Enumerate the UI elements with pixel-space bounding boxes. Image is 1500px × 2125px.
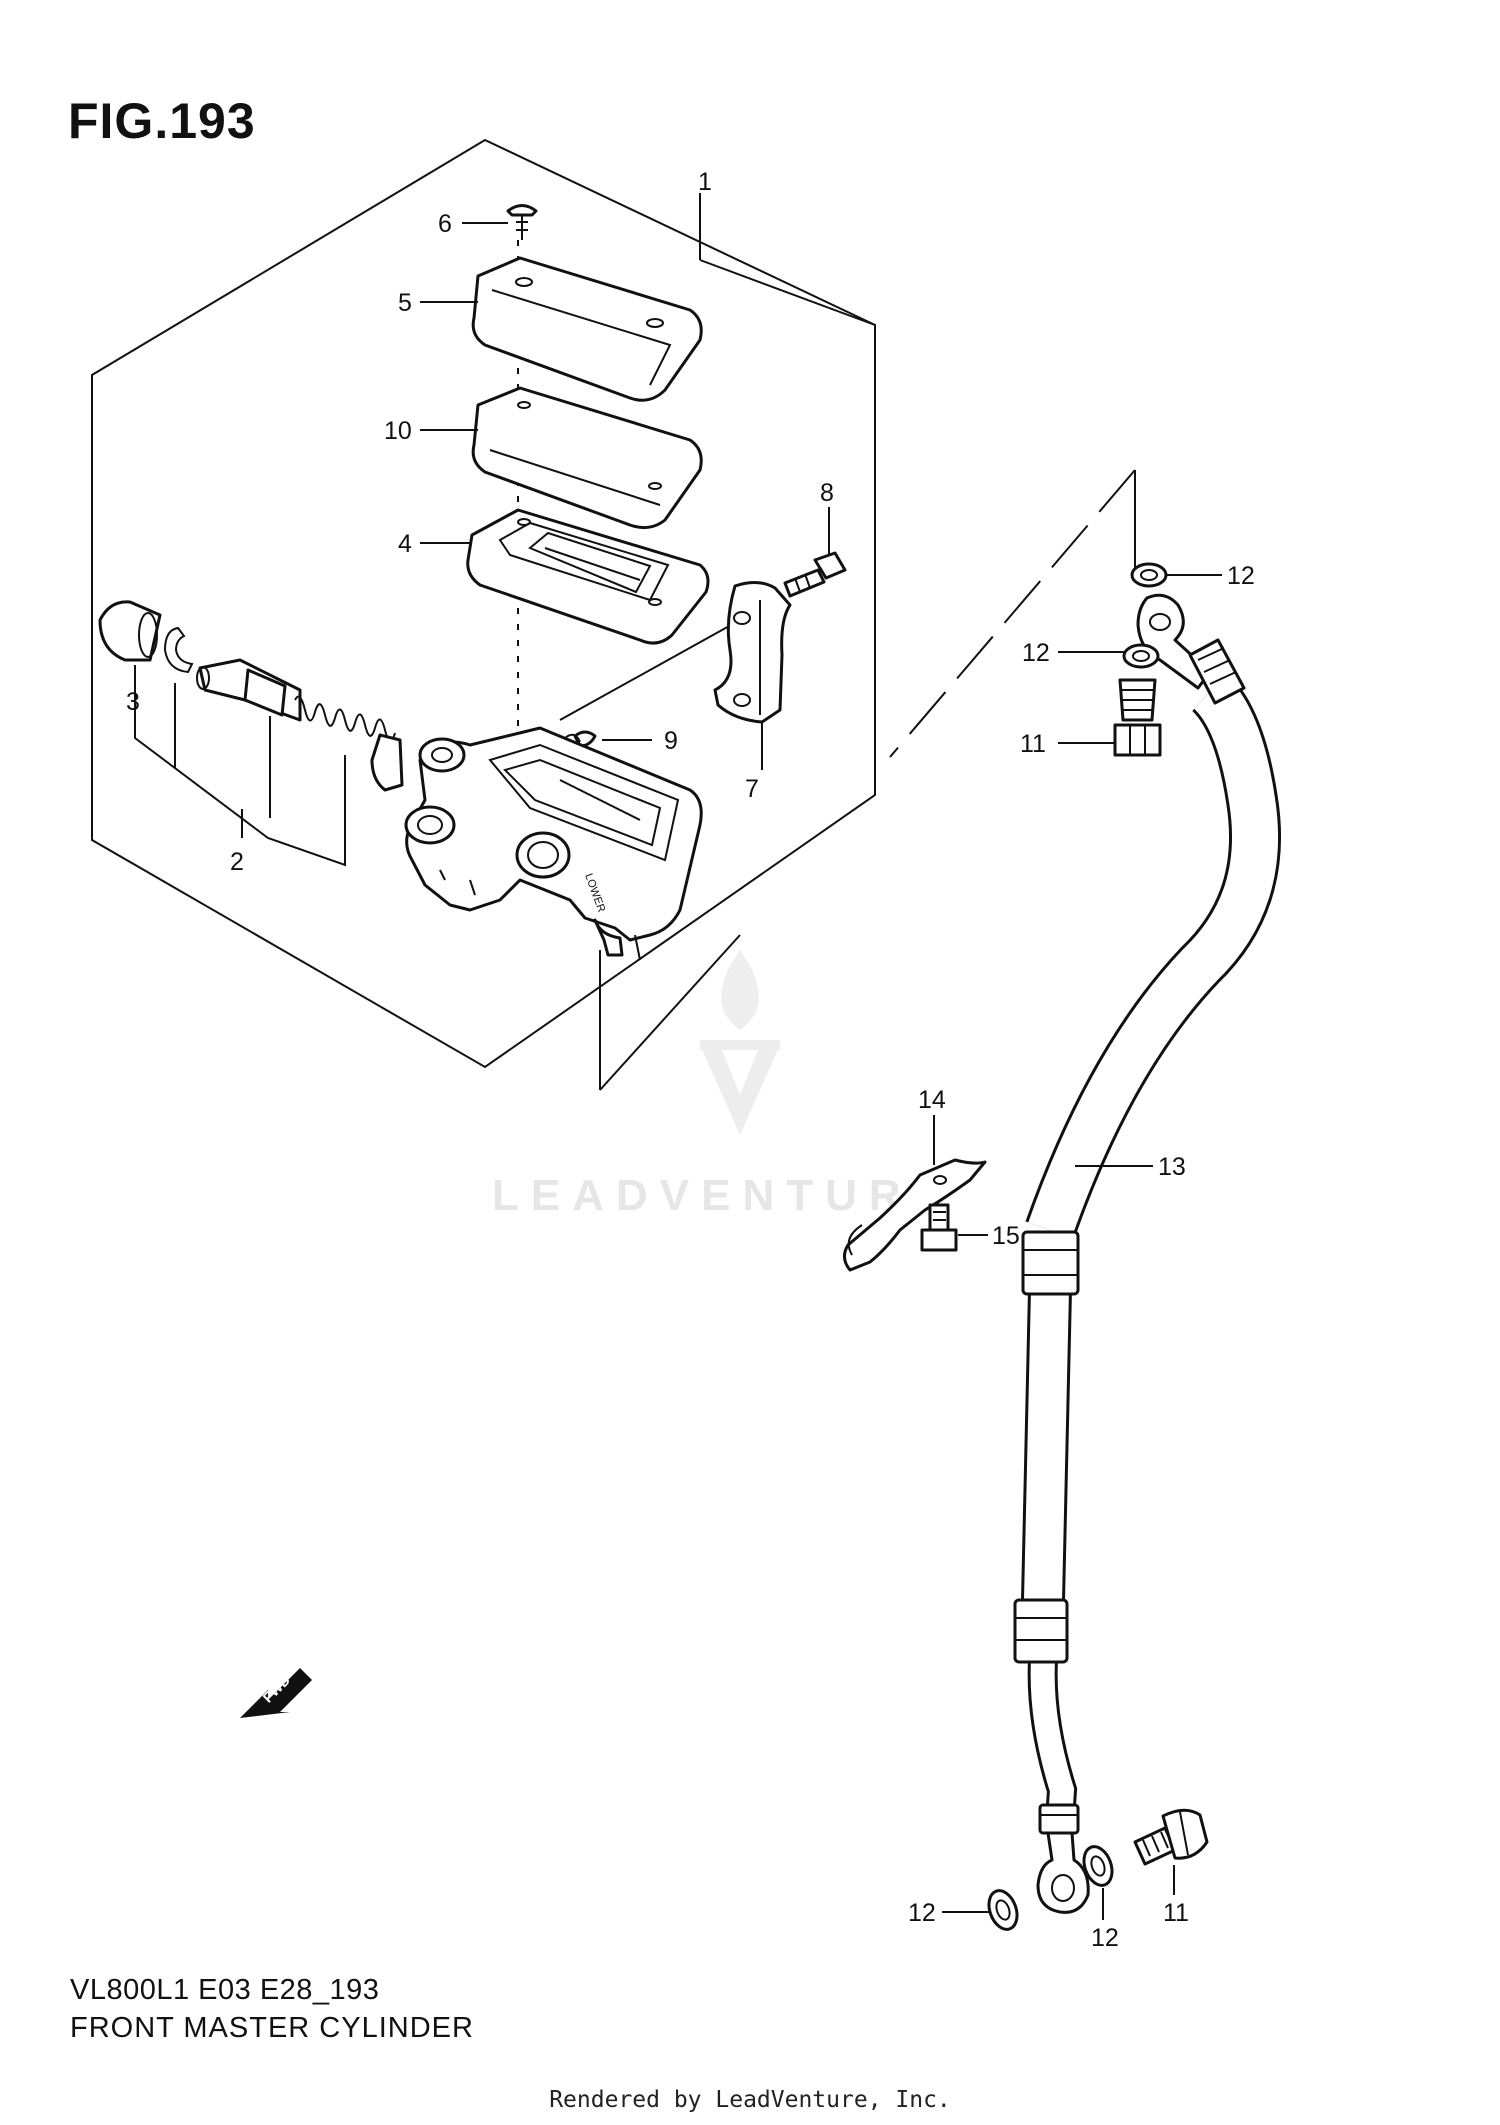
callout-6: 6 bbox=[438, 210, 452, 238]
screw-part-6 bbox=[506, 204, 538, 240]
callout-9: 9 bbox=[664, 727, 678, 755]
callout-10: 10 bbox=[384, 417, 412, 445]
callout-4: 4 bbox=[398, 530, 412, 558]
callout-5: 5 bbox=[398, 289, 412, 317]
diagram-subtitle: FRONT MASTER CYLINDER bbox=[70, 2012, 474, 2044]
callout-3: 3 bbox=[126, 688, 140, 716]
callout-13: 13 bbox=[1158, 1153, 1186, 1181]
watermark-logo bbox=[700, 950, 780, 1135]
holder-part-7 bbox=[713, 581, 792, 724]
callout-12-d: 12 bbox=[1091, 1924, 1119, 1952]
callout-1: 1 bbox=[698, 168, 712, 196]
hose-leader-lines bbox=[933, 574, 1222, 1920]
leader-lines bbox=[420, 193, 876, 770]
clamp-part-14 bbox=[843, 1158, 987, 1272]
callout-labels: 1 6 5 10 8 4 3 9 7 2 12 12 11 14 13 15 1… bbox=[126, 168, 1255, 1952]
callout-14: 14 bbox=[918, 1086, 946, 1114]
cap-part-5 bbox=[471, 256, 703, 402]
plate-part-10 bbox=[471, 386, 703, 530]
callout-bracket-2-3 bbox=[134, 665, 346, 867]
callout-12-a: 12 bbox=[1227, 562, 1255, 590]
gasket-part-12-upper bbox=[1122, 562, 1168, 669]
master-cylinder-body: LOWER bbox=[404, 726, 703, 961]
watermark-text: LEADVENTURE bbox=[492, 1171, 954, 1220]
callout-11-a: 11 bbox=[1020, 730, 1046, 758]
callout-2: 2 bbox=[230, 848, 244, 876]
callout-8: 8 bbox=[820, 479, 834, 507]
fwd-arrow: FWD bbox=[240, 1668, 312, 1718]
piston-set-part-2 bbox=[196, 658, 404, 792]
gasket-part-12-lower bbox=[987, 1845, 1114, 1931]
page-title: FIG.193 bbox=[68, 93, 256, 149]
bolt-part-15 bbox=[920, 1203, 958, 1252]
callout-12-b: 12 bbox=[1022, 639, 1050, 667]
callout-15: 15 bbox=[992, 1222, 1020, 1250]
render-credit: Rendered by LeadVenture, Inc. bbox=[549, 2087, 951, 2113]
union-bolt-part-11-lower bbox=[1133, 1808, 1209, 1866]
protector-part-9 bbox=[564, 730, 597, 748]
model-code: VL800L1 E03 E28_193 bbox=[70, 1974, 380, 2006]
brake-hose-part-13 bbox=[1013, 593, 1281, 1914]
watermark: LEADVENTURE bbox=[492, 950, 954, 1220]
callout-11-b: 11 bbox=[1163, 1899, 1189, 1927]
bolt-part-8 bbox=[783, 551, 847, 598]
callout-7: 7 bbox=[745, 775, 759, 803]
union-bolt-part-11-upper bbox=[1113, 678, 1162, 757]
diaphragm-part-4 bbox=[466, 508, 710, 645]
callout-12-c: 12 bbox=[908, 1899, 936, 1927]
boot-part-3 bbox=[98, 600, 194, 674]
